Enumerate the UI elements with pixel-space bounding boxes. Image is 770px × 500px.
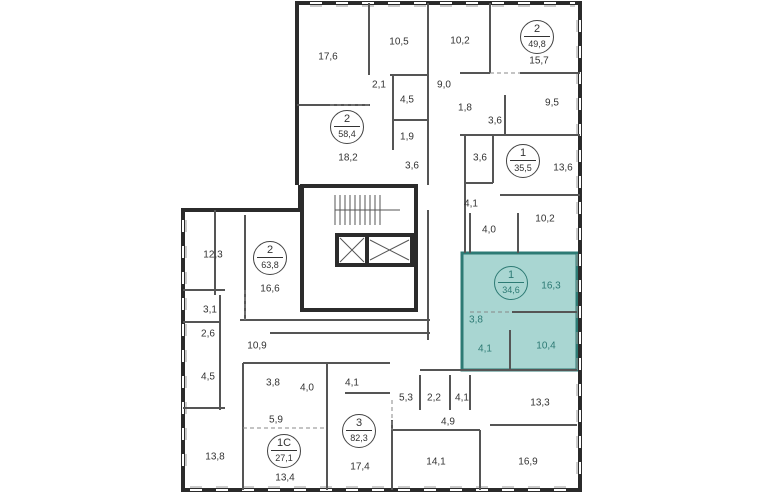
room-area: 18,2	[338, 152, 358, 164]
room-area: 3,8	[266, 377, 280, 389]
room-area: 9,0	[437, 79, 451, 91]
apartment-rooms: 1	[510, 146, 536, 161]
apartment-area: 27,1	[275, 453, 293, 463]
room-area: 13,3	[530, 397, 550, 409]
room-area: 3,6	[488, 115, 502, 127]
room-area: 2,1	[372, 79, 386, 91]
room-area: 13,4	[275, 472, 295, 484]
room-area: 1,8	[458, 102, 472, 114]
apartment-rooms: 3	[346, 416, 372, 431]
room-area: 3,8	[469, 314, 483, 326]
room-area: 4,1	[478, 343, 492, 355]
stair-steps	[334, 195, 410, 263]
window-lines	[185, 5, 578, 488]
room-area: 13,8	[205, 451, 225, 463]
dashed-zone-lines	[243, 72, 520, 430]
room-area: 16,6	[260, 283, 280, 295]
room-area: 1,9	[400, 131, 414, 143]
room-area: 3,6	[405, 160, 419, 172]
room-area: 4,9	[441, 416, 455, 428]
room-area: 13,6	[553, 162, 573, 174]
room-area: 2,2	[427, 392, 441, 404]
apartment-rooms: 2	[524, 22, 550, 37]
room-area: 4,5	[400, 94, 414, 106]
apartment-area: 58,4	[338, 129, 356, 139]
room-area: 17,6	[318, 51, 338, 63]
room-area: 4,1	[345, 377, 359, 389]
room-area: 4,5	[201, 371, 215, 383]
window-openings	[182, 2, 581, 491]
apartment-area: 34,6	[502, 285, 520, 295]
room-area: 4,1	[464, 198, 478, 210]
room-area: 4,1	[455, 392, 469, 404]
room-area: 10,2	[535, 213, 555, 225]
room-area: 3,1	[203, 304, 217, 316]
room-area: 4,0	[482, 224, 496, 236]
room-area: 10,2	[450, 35, 470, 47]
apartment-rooms: 2	[334, 112, 360, 127]
room-area: 2,6	[201, 328, 215, 340]
room-area: 12,3	[203, 249, 223, 261]
room-area: 4,0	[300, 382, 314, 394]
apartment-badge[interactable]: 1С 27,1	[267, 434, 301, 468]
room-area: 16,3	[541, 280, 561, 292]
apartment-area: 82,3	[350, 433, 368, 443]
room-area: 9,5	[545, 97, 559, 109]
room-area: 16,9	[518, 456, 538, 468]
room-area: 10,9	[247, 340, 267, 352]
room-area: 5,9	[269, 414, 283, 426]
apartment-area: 49,8	[528, 39, 546, 49]
apartment-area: 35,5	[514, 163, 532, 173]
room-area: 15,7	[529, 55, 549, 67]
apartment-rooms: 1С	[271, 436, 297, 451]
room-area: 3,6	[473, 152, 487, 164]
room-area: 14,1	[426, 456, 446, 468]
stair-core	[300, 184, 418, 312]
room-area: 10,4	[536, 340, 556, 352]
room-area: 5,3	[399, 392, 413, 404]
interior-walls	[183, 3, 580, 490]
apartment-rooms: 2	[257, 243, 283, 258]
apartment-area: 63,8	[261, 260, 279, 270]
room-area: 10,5	[389, 36, 409, 48]
apartment-rooms: 1	[498, 268, 524, 283]
room-area: 17,4	[350, 461, 370, 473]
